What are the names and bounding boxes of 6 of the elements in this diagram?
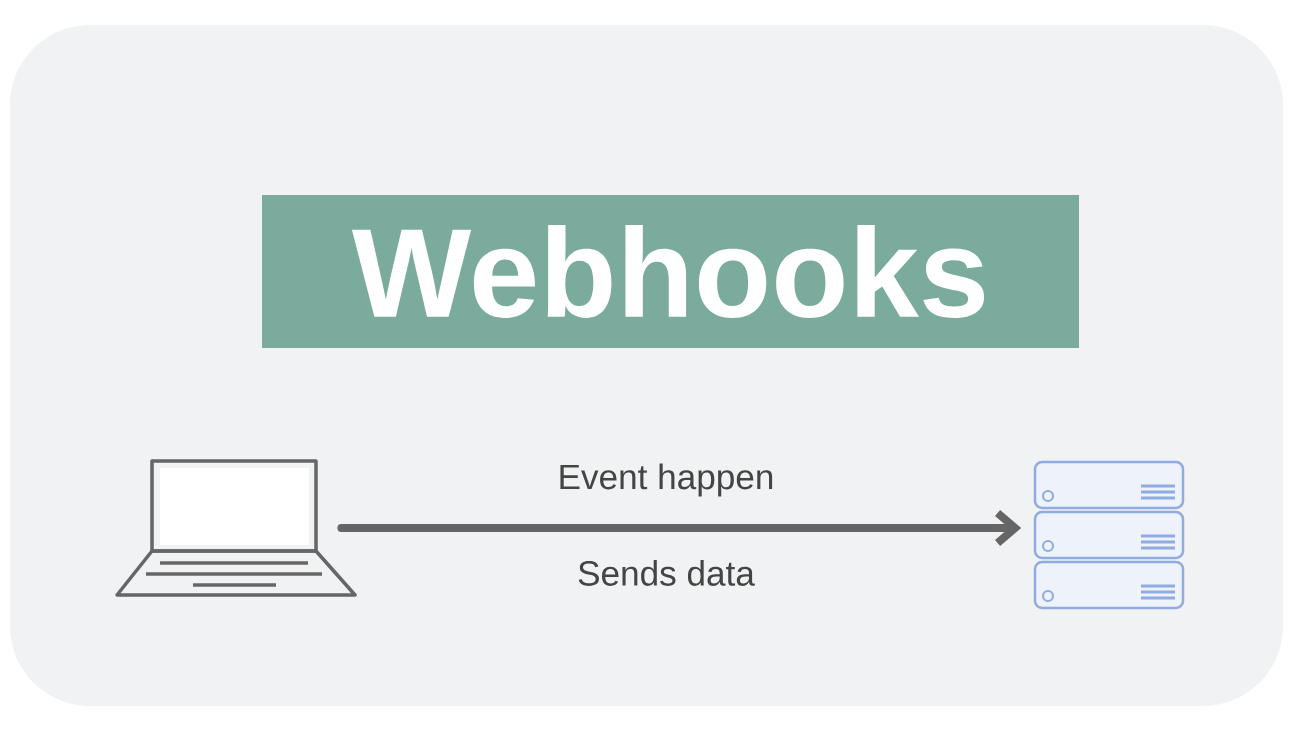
title-banner: Webhooks xyxy=(262,195,1079,348)
edge-label: Event happen xyxy=(560,463,773,497)
arrow xyxy=(337,510,1022,546)
laptop-drawing xyxy=(115,459,357,597)
server-rack-drawing xyxy=(1033,460,1185,610)
caption-text: Sends data xyxy=(578,560,755,586)
